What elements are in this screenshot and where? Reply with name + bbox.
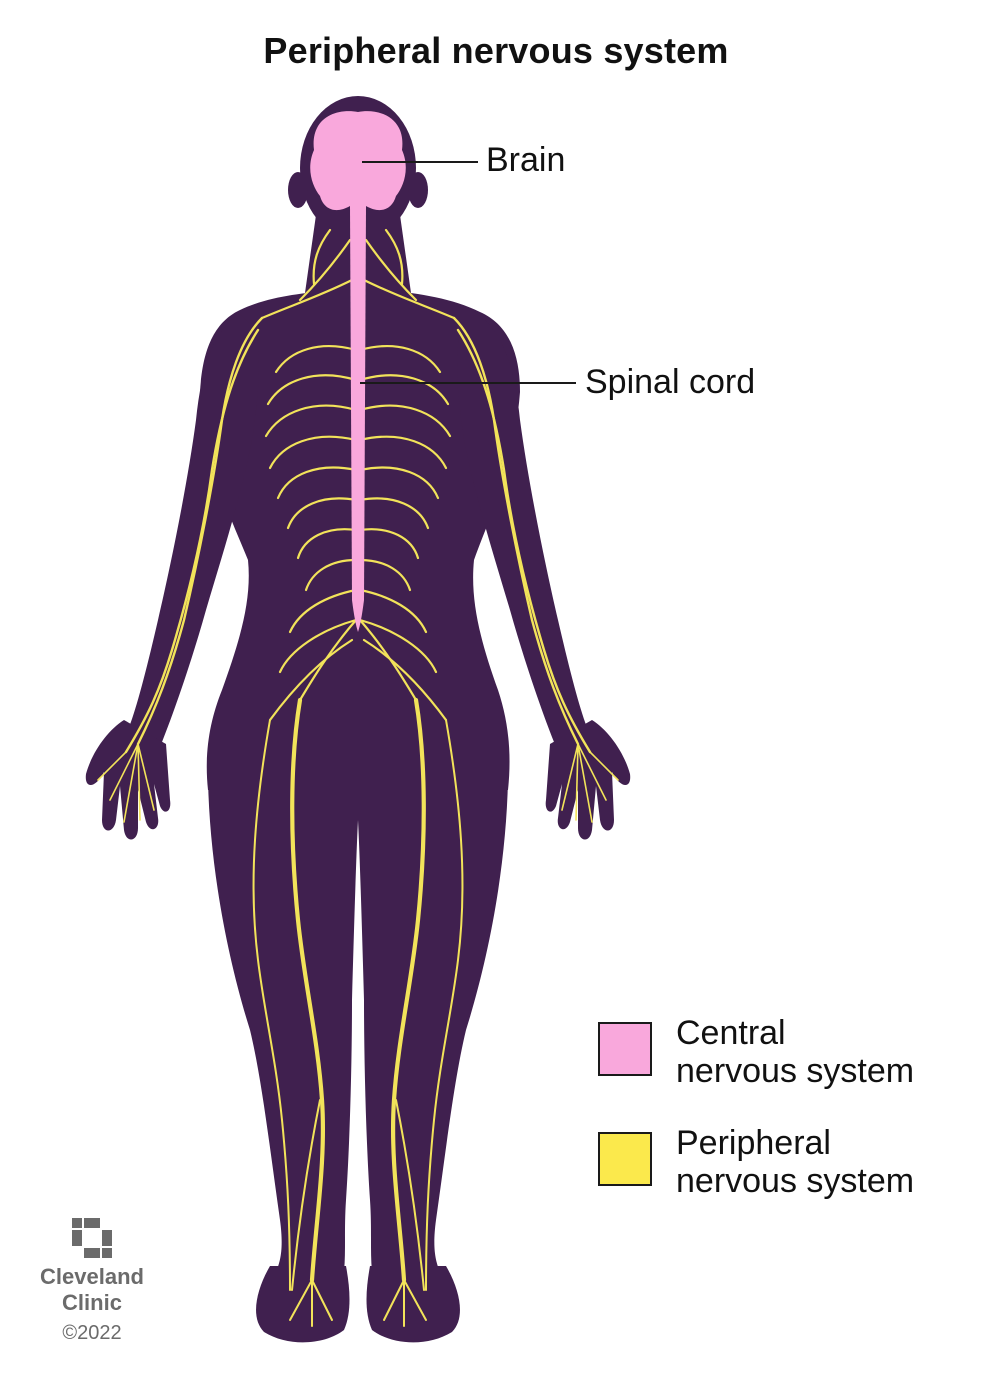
legend-label-peripheral: Peripheral nervous system bbox=[676, 1124, 976, 1200]
diagram-title: Peripheral nervous system bbox=[263, 30, 729, 71]
legend-central-line2: nervous system bbox=[676, 1052, 915, 1090]
brain-label: Brain bbox=[486, 141, 566, 179]
callout-lines bbox=[360, 161, 576, 384]
logo-text-line1: Cleveland bbox=[40, 1264, 144, 1289]
central-nervous-system bbox=[310, 111, 406, 632]
cleveland-clinic-logo: Cleveland Clinic ©2022 bbox=[22, 1218, 162, 1348]
legend-peripheral-line1: Peripheral bbox=[676, 1124, 831, 1162]
legend-central-line1: Central bbox=[676, 1014, 786, 1052]
legend-swatch-central bbox=[598, 1022, 652, 1076]
legend-label-central: Central nervous system bbox=[676, 1014, 976, 1090]
legend-peripheral-line2: nervous system bbox=[676, 1162, 915, 1200]
spinal-cord-label: Spinal cord bbox=[585, 363, 756, 401]
peripheral-nerves bbox=[97, 228, 619, 1327]
legend-swatch-peripheral bbox=[598, 1132, 652, 1186]
cleveland-clinic-logo-icon bbox=[72, 1218, 112, 1258]
spinal-cord-shape bbox=[350, 206, 366, 632]
logo-text-line2: Clinic bbox=[62, 1290, 122, 1315]
brain-shape bbox=[310, 111, 406, 212]
copyright-text: ©2022 bbox=[62, 1322, 122, 1344]
